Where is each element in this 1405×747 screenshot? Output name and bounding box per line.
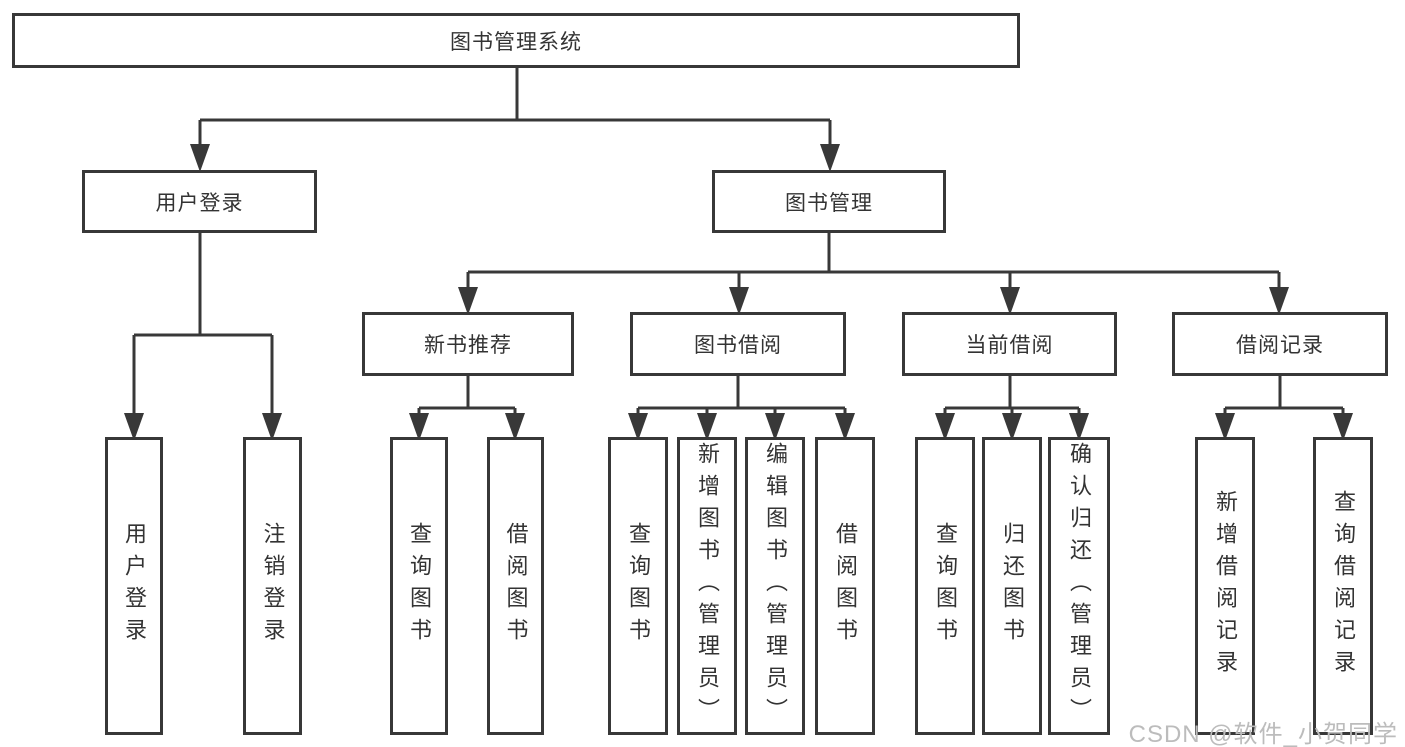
leaf-label: 查询图书 <box>933 522 958 650</box>
leaf-query-books-recommend: 查询图书 <box>390 437 448 735</box>
node-book-borrowing: 图书借阅 <box>630 312 846 376</box>
leaf-borrow-books: 借阅图书 <box>815 437 875 735</box>
arrowheads <box>124 144 1353 441</box>
leaf-add-borrow-record: 新增借阅记录 <box>1195 437 1255 735</box>
node-current-borrowing: 当前借阅 <box>902 312 1117 376</box>
leaf-label: 查询借阅记录 <box>1331 490 1356 682</box>
node-user-login: 用户登录 <box>82 170 317 233</box>
leaf-label: 注销登录 <box>260 522 286 650</box>
leaf-return-books: 归还图书 <box>982 437 1042 735</box>
leaf-label: 查询图书 <box>626 522 651 650</box>
leaf-add-book-admin: 新增图书（管理员） <box>677 437 737 735</box>
leaf-label: 归还图书 <box>1000 522 1025 650</box>
leaf-confirm-return-admin: 确认归还（管理员） <box>1048 437 1110 735</box>
leaf-query-books-current: 查询图书 <box>915 437 975 735</box>
leaf-query-borrow-record: 查询借阅记录 <box>1313 437 1373 735</box>
leaf-borrow-books-recommend: 借阅图书 <box>487 437 544 735</box>
node-new-book-recommendation: 新书推荐 <box>362 312 574 376</box>
leaf-user-login: 用户登录 <box>105 437 163 735</box>
node-book-management: 图书管理 <box>712 170 946 233</box>
leaf-label: 确认归还（管理员） <box>1067 442 1092 730</box>
node-borrowing-records: 借阅记录 <box>1172 312 1388 376</box>
leaf-edit-book-admin: 编辑图书（管理员） <box>745 437 805 735</box>
leaf-label: 查询图书 <box>407 522 432 650</box>
leaf-label: 借阅图书 <box>503 522 529 650</box>
leaf-query-books-borrowing: 查询图书 <box>608 437 668 735</box>
csdn-watermark: CSDN @软件_小贺同学 <box>1128 721 1398 747</box>
leaf-label: 借阅图书 <box>833 522 858 650</box>
leaf-label: 新增图书（管理员） <box>695 442 720 730</box>
leaf-logout: 注销登录 <box>243 437 302 735</box>
leaf-label: 用户登录 <box>122 522 147 650</box>
node-root: 图书管理系统 <box>12 13 1020 68</box>
leaf-label: 编辑图书（管理员） <box>763 442 788 730</box>
leaf-label: 新增借阅记录 <box>1213 490 1238 682</box>
